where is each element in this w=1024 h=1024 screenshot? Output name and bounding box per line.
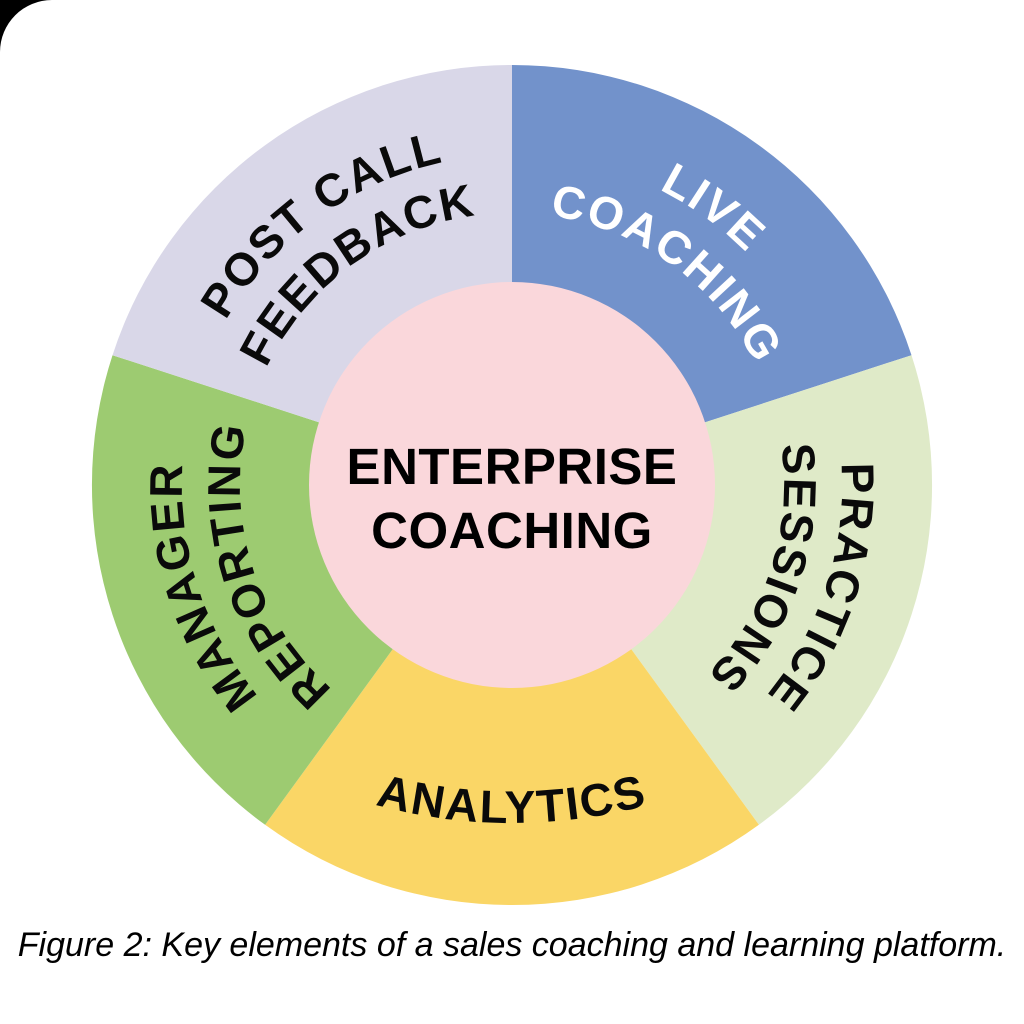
center-label-line2: COACHING <box>371 502 653 559</box>
segment-live-coaching <box>512 64 912 423</box>
center-label-line1: ENTERPRISE <box>347 438 678 495</box>
segment-manager-reporting <box>91 355 394 825</box>
segment-practice-sessions <box>630 355 933 825</box>
segment-analytics <box>265 648 759 906</box>
center-hub <box>309 282 715 688</box>
segment-post-call-feedback <box>112 65 512 423</box>
figure-caption: Figure 2: Key elements of a sales coachi… <box>17 926 1007 964</box>
